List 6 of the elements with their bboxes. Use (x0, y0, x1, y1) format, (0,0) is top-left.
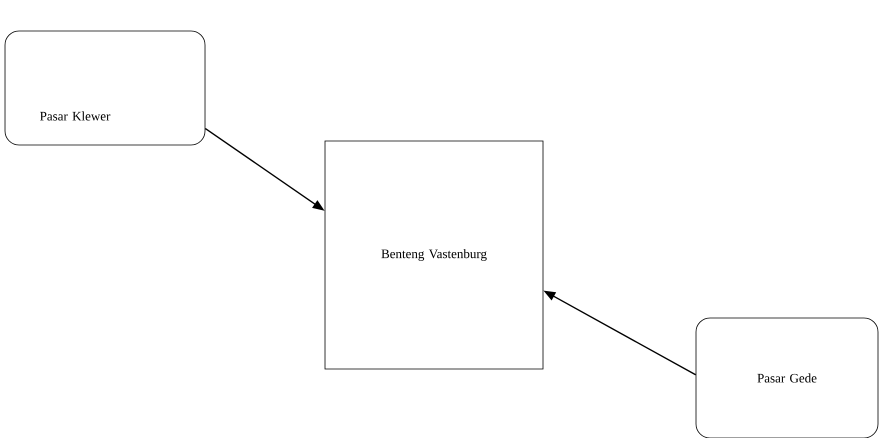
node-label: Benteng Vastenburg (381, 249, 487, 261)
box (324, 140, 544, 370)
rounded-box (4, 30, 206, 146)
rounded-box (696, 318, 878, 438)
node-label: Pasar Klewer (40, 111, 110, 121)
node-label: Pasar Gede (757, 373, 816, 383)
